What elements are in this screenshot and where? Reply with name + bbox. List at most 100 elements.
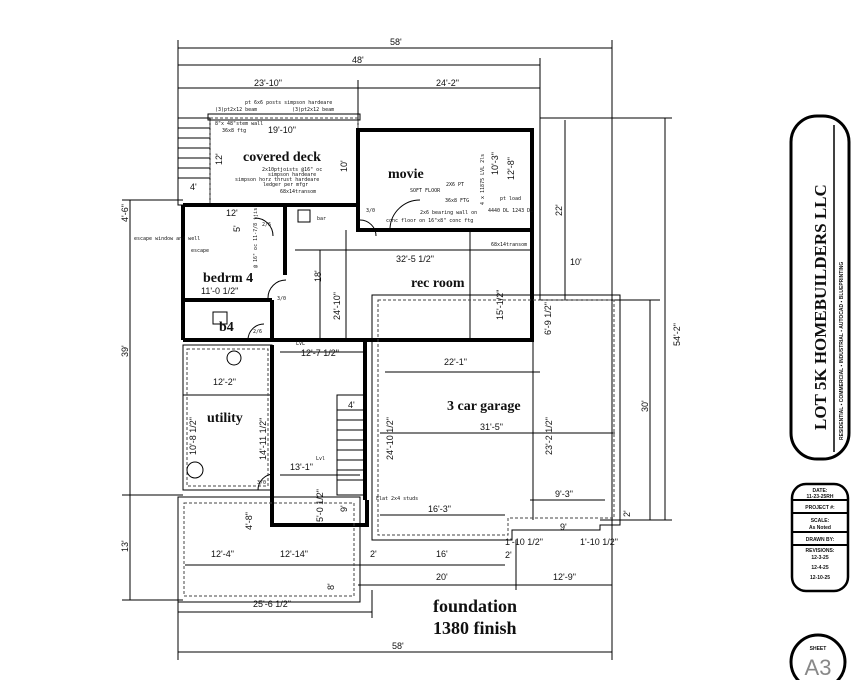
hall-24-10-label: 24'-10" bbox=[332, 292, 342, 320]
stair-4-label: 4' bbox=[348, 400, 355, 410]
sheet-label-label: SHEET bbox=[810, 646, 827, 652]
rec-width-label: 32'-5 1/2" bbox=[396, 254, 434, 264]
company-name: LOT 5K HOMEBUILDERS LLC bbox=[811, 184, 830, 430]
garage-31-5-label: 31'-5" bbox=[480, 422, 503, 432]
right-54-2-label: 54'-2" bbox=[672, 323, 682, 346]
sheet-number: SHEET A3 bbox=[789, 633, 847, 680]
left-39-label: 39' bbox=[120, 345, 130, 357]
transom2-label: 68x14transom bbox=[491, 242, 527, 248]
beam-right-label: (3)pt2x12 beam bbox=[292, 107, 334, 113]
lvl-label: 4 x 11875 LVL 2ls bbox=[480, 154, 486, 205]
1-label: 12-4-25 bbox=[811, 565, 828, 571]
joists2-label: simpson hardeare bbox=[268, 172, 316, 178]
ptload-label: pt load bbox=[500, 196, 521, 202]
low-8-label: 8' bbox=[326, 583, 336, 590]
sink bbox=[212, 311, 228, 325]
deck-4-label: 4' bbox=[190, 182, 197, 192]
lower-slab-footing bbox=[183, 502, 355, 597]
construction-notes: pt 6x6 posts simpson hardeare (3)pt2x12 … bbox=[134, 100, 533, 502]
scale-label-label: SCALE: bbox=[811, 518, 830, 524]
project-label-label: PROJECT #: bbox=[805, 505, 835, 511]
left-4-6-label: 4'-6" bbox=[120, 204, 130, 222]
sheet-value-label: A3 bbox=[805, 655, 832, 680]
flat-label: Flat 2x4 studs bbox=[376, 496, 418, 502]
door-30a-label: 3/0 bbox=[277, 296, 286, 302]
escape-well-label: escape window and well bbox=[134, 236, 200, 242]
room-label-movie: movie bbox=[388, 167, 424, 182]
right-6-9-label: 6'-9 1/2" bbox=[543, 302, 553, 335]
right-10-label: 10' bbox=[570, 257, 582, 267]
joists4-label: ledger per mfgr bbox=[263, 182, 308, 188]
ftg2-label: 36x8 FTG bbox=[445, 198, 469, 204]
tank bbox=[186, 461, 204, 479]
bottom-20-label: 20' bbox=[436, 572, 448, 582]
door-26a-label: 2/6 bbox=[262, 222, 271, 228]
garage-16-3-label: 16'-3" bbox=[428, 504, 451, 514]
transom1-label: 68x14transom bbox=[280, 189, 316, 195]
top-left-label: 23'-10" bbox=[254, 78, 282, 88]
low-2b-label: 2' bbox=[505, 550, 512, 560]
room-label-utility: utility bbox=[207, 411, 243, 426]
title-block: LOT 5K HOMEBUILDERS LLC RESIDENTIAL ▪ CO… bbox=[789, 114, 851, 461]
rec-depth-label: 15'-1/2" bbox=[495, 290, 505, 320]
interior-stairs bbox=[336, 394, 366, 496]
garage-outline bbox=[371, 294, 621, 541]
escape-label: escape bbox=[191, 248, 209, 254]
low-12-4-label: 12'-4" bbox=[211, 549, 234, 559]
deck-beam bbox=[207, 113, 361, 121]
drawing-info-block: DATE: 11-23-25RH PROJECT #: SCALE: As No… bbox=[790, 482, 850, 593]
drawn-label-label: DRAWN BY: bbox=[806, 537, 835, 543]
0-label: 12-3-25 bbox=[811, 555, 828, 561]
scale-value-label: As Noted bbox=[809, 525, 831, 531]
joists1-label: 2x10ptjoists @16" oc bbox=[262, 167, 322, 173]
util-12-2-label: 12'-2" bbox=[213, 377, 236, 387]
hall-18-label: 18' bbox=[313, 270, 323, 282]
door-30b-label: 3/0 bbox=[366, 208, 375, 214]
overall-bottom-label: 58' bbox=[392, 641, 404, 651]
water-heater bbox=[226, 350, 242, 366]
ftg-label: 36x8 ftg bbox=[222, 128, 246, 134]
door-26b-label: 2/6 bbox=[253, 329, 262, 335]
low-2-label: 2' bbox=[370, 549, 377, 559]
garage-2-label: 2' bbox=[622, 510, 632, 517]
bottom-12-9-label: 12'-9" bbox=[553, 572, 576, 582]
bed-5-label: 5' bbox=[232, 225, 242, 232]
hall-9-label: 9' bbox=[339, 505, 349, 512]
date-label-label: DATE: bbox=[813, 488, 828, 494]
low-12-14-label: 12'-14" bbox=[280, 549, 308, 559]
soffit-label: SOFT FLOOR bbox=[410, 188, 441, 194]
door-30c-label: 3/0 bbox=[257, 480, 266, 486]
top-48-label: 48' bbox=[352, 55, 364, 65]
overall-top-label: 58' bbox=[390, 37, 402, 47]
posts-label: pt 6x6 posts simpson hardeare bbox=[245, 100, 332, 106]
2-label: 12-10-25 bbox=[810, 575, 830, 581]
movie-walls bbox=[356, 128, 534, 232]
bearing1-label: 2x6 bearing wall on bbox=[420, 210, 477, 216]
caption-finish: 1380 finish bbox=[433, 618, 517, 638]
beam-left-label: (3)pt2x12 beam bbox=[215, 107, 257, 113]
pt236-label: 2X6 PT bbox=[446, 182, 464, 188]
garage-22-1-label: 22'-1" bbox=[444, 357, 467, 367]
bar-label: bar bbox=[317, 216, 326, 222]
bed-width-label: 11'-0 1/2" bbox=[201, 286, 238, 296]
movie-12-8-label: 12'-8" bbox=[506, 157, 516, 180]
low-4-8-label: 4'-8" bbox=[244, 512, 254, 530]
right-22-label: 22' bbox=[554, 204, 564, 216]
joist-spec-label: @ 16" oc 11-7/8 tjis bbox=[253, 208, 259, 268]
bed-12-label: 12' bbox=[226, 208, 238, 218]
date-value-label: 11-23-25RH bbox=[807, 494, 834, 500]
ledger-wall-label: 8"x 48"stem wall bbox=[215, 121, 263, 127]
right-30-label: 30' bbox=[640, 400, 650, 412]
lower-slab bbox=[177, 496, 361, 603]
left-13-label: 13' bbox=[120, 540, 130, 552]
revisions-label-label: REVISIONS: bbox=[806, 548, 835, 554]
hall-13-1-label: 13'-1" bbox=[290, 462, 313, 472]
top-right-label: 24'-2" bbox=[436, 78, 459, 88]
bottom-25-6-label: 25'-6 1/2" bbox=[253, 599, 291, 609]
room-label-garage: 3 car garage bbox=[447, 399, 521, 414]
movie-10-3-label: 10'-3" bbox=[490, 152, 500, 175]
garage-9-3-label: 9'-3" bbox=[555, 489, 573, 499]
garage-footing bbox=[377, 299, 615, 536]
garage-24-10-label: 24'-10 1/2" bbox=[385, 417, 395, 460]
